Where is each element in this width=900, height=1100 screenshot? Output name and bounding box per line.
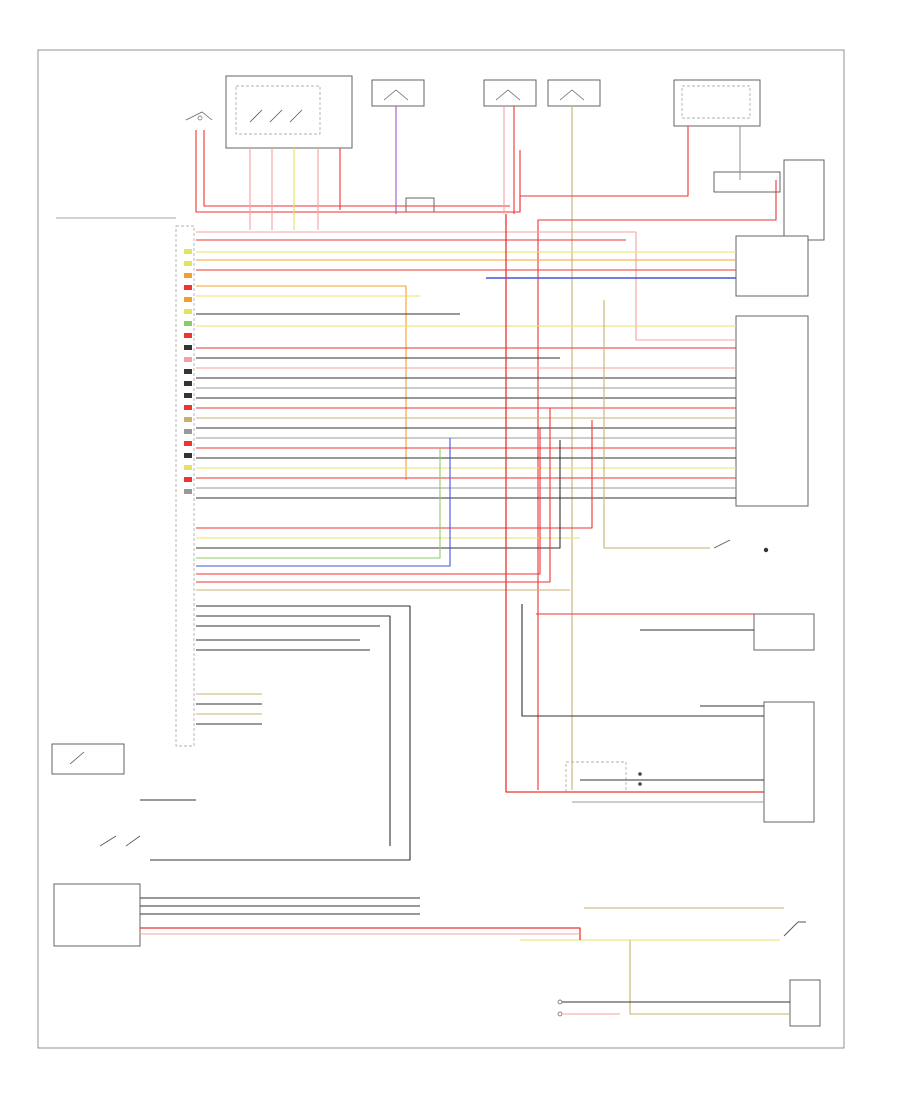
pin-mark <box>184 369 192 374</box>
wire-r-5 <box>505 214 764 793</box>
pin-mark <box>184 381 192 386</box>
pin-mark <box>184 333 192 338</box>
pin-mark <box>184 429 192 434</box>
top-relay-a <box>371 79 425 107</box>
pin-mark <box>184 453 192 458</box>
lower-left-module <box>53 883 141 947</box>
lower-left-switch-b <box>99 835 141 847</box>
pin-mark <box>184 417 192 422</box>
wire-low-6 <box>196 428 541 575</box>
wire-m-4 <box>140 927 581 940</box>
top-relay-b <box>483 79 537 107</box>
pin-mark <box>184 309 192 314</box>
pin-mark <box>184 357 192 362</box>
wire-right-unit-feed <box>519 126 689 212</box>
wire-low-3 <box>196 440 561 549</box>
pin-mark <box>184 321 192 326</box>
pin-mark <box>184 477 192 482</box>
pin-mark <box>184 249 192 254</box>
wire-low-7 <box>196 408 551 583</box>
wire-low-4 <box>196 448 441 559</box>
wire-top-feed-2 <box>203 130 510 207</box>
wire-row-g <box>196 285 407 480</box>
wire-low-1 <box>196 420 593 529</box>
wire-r-8 <box>603 300 710 549</box>
bcm-pin-list <box>184 249 192 494</box>
electronic-ignition-lock <box>735 315 809 507</box>
pin-mark <box>184 405 192 410</box>
fuse-block <box>405 197 435 213</box>
pin-mark <box>184 489 192 494</box>
top-relay-c <box>547 79 601 107</box>
wire-low-5 <box>196 438 451 567</box>
wire-r-1 <box>521 604 764 717</box>
diagram-frame <box>37 49 845 1049</box>
pin-mark <box>184 441 192 446</box>
wire-low-9 <box>150 605 411 861</box>
pin-mark <box>184 345 192 350</box>
pin-mark <box>184 273 192 278</box>
bcm-connector <box>56 217 195 747</box>
wire-low-10 <box>196 615 391 846</box>
right-rear-unit <box>789 979 821 1027</box>
pin-mark <box>184 261 192 266</box>
top-switch-unit <box>225 75 353 149</box>
top-right-unit <box>673 79 761 127</box>
steering-wheel-unit <box>735 235 809 297</box>
wire-module-down <box>537 180 777 790</box>
wire-r-10 <box>629 940 790 1015</box>
steering-angle-sensor <box>753 613 815 651</box>
mid-switch <box>713 539 769 553</box>
pin-mark <box>184 297 192 302</box>
top-left-switch <box>185 111 213 121</box>
pin-mark <box>184 285 192 290</box>
parking-brake-switch <box>783 921 806 937</box>
wire-top-feed-1 <box>195 130 521 213</box>
wire-row-a <box>196 231 736 341</box>
pin-mark <box>184 393 192 398</box>
lower-left-switch-a <box>51 743 125 775</box>
climate-control-unit <box>763 701 815 823</box>
wire-harness <box>140 106 790 1015</box>
pin-mark <box>184 465 192 470</box>
